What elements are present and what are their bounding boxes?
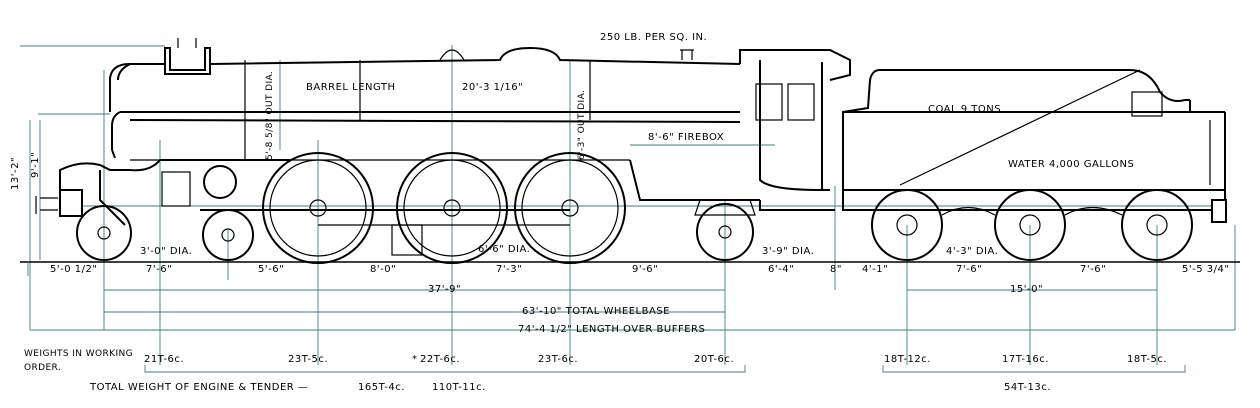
spacing-label: 7'-6" xyxy=(956,264,982,275)
length-over-buffers-label: 74'-4 1/2" LENGTH OVER BUFFERS xyxy=(518,324,705,335)
total-weight-label: TOTAL WEIGHT OF ENGINE & TENDER — xyxy=(89,382,308,393)
engine-axle-weight: 22T-6c. xyxy=(420,354,460,365)
engine-axle-weight-starred-marker: * xyxy=(412,354,418,365)
firebox-label: 8'-6" FIREBOX xyxy=(648,132,724,143)
weights-heading-line2: ORDER. xyxy=(24,363,61,373)
spacing-label: 7'-6" xyxy=(1080,264,1106,275)
tender-total-weight: 54T-13c. xyxy=(1004,382,1051,393)
bogie-wheel-dia-label: 3'-0" DIA. xyxy=(140,246,192,257)
locomotive-outline xyxy=(35,38,851,256)
tender-axle-weight: 17T-16c. xyxy=(1002,354,1049,365)
boiler-pressure-label: 250 LB. PER SQ. IN. xyxy=(600,32,707,43)
engine-wheels xyxy=(76,152,756,264)
total-height-label: 13'-2" xyxy=(10,157,21,190)
spacing-label: 5'-0 1/2" xyxy=(50,264,97,275)
spacing-label: 7'-3" xyxy=(496,264,522,275)
tender-outline xyxy=(842,69,1227,223)
spacing-label: 6'-4" xyxy=(768,264,794,275)
trailing-wheel-dia-label: 3'-9" DIA. xyxy=(762,246,814,257)
outside-dia-left-label: 5'-8 5/8" OUT DIA. xyxy=(265,71,275,160)
tender-wheelbase-label: 15'-0" xyxy=(1010,284,1043,295)
engine-axle-weight: 20T-6c. xyxy=(694,354,734,365)
spacing-label: 5'-5 3/4" xyxy=(1182,264,1229,275)
spacing-label: 8" xyxy=(830,264,842,275)
barrel-length-value: 20'-3 1/16" xyxy=(462,82,523,93)
total-weight-value-1: 165T-4c. xyxy=(358,382,405,393)
spacing-row: 5'-0 1/2" 7'-6" 5'-6" 8'-0" 7'-3" 9'-6" … xyxy=(50,264,1229,275)
tender-coal-label: COAL 9 TONS xyxy=(928,104,1001,115)
dimension-lines xyxy=(27,262,1235,373)
spacing-label: 9'-6" xyxy=(632,264,658,275)
engine-axle-weight: 23T-6c. xyxy=(538,354,578,365)
spacing-label: 7'-6" xyxy=(146,264,172,275)
engine-axle-weight: 21T-6c. xyxy=(144,354,184,365)
spacing-label: 8'-0" xyxy=(370,264,396,275)
coupled-wheel-dia-label: 6'-6" DIA. xyxy=(478,244,530,255)
construction-lines xyxy=(20,45,1236,365)
centre-height-label: 9'-1" xyxy=(30,152,41,178)
total-weight-value-2: 110T-11c. xyxy=(432,382,486,393)
tender-wheels xyxy=(871,189,1193,261)
engine-wheelbase-label: 37'-9" xyxy=(428,284,461,295)
tender-water-label: WATER 4,000 GALLONS xyxy=(1008,159,1134,170)
tender-axle-weight: 18T-12c. xyxy=(884,354,931,365)
engine-axle-weight: 23T-5c. xyxy=(288,354,328,365)
weights-heading-line1: WEIGHTS IN WORKING xyxy=(24,349,133,359)
spacing-label: 5'-6" xyxy=(258,264,284,275)
outside-dia-right-label: 6'-3" OUT DIA. xyxy=(577,90,587,160)
barrel-length-label: BARREL LENGTH xyxy=(306,82,396,93)
total-wheelbase-label: 63'-10" TOTAL WHEELBASE xyxy=(522,306,670,317)
spacing-label: 4'-1" xyxy=(862,264,888,275)
tender-axle-weight: 18T-5c. xyxy=(1127,354,1167,365)
tender-wheel-dia-label: 4'-3" DIA. xyxy=(946,246,998,257)
